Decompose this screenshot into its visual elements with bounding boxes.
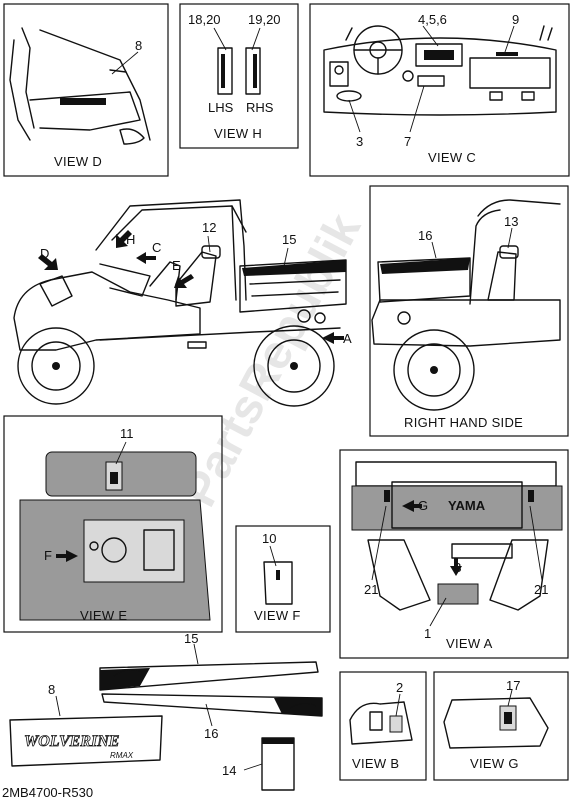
callout-19-20: 19,20 [248, 12, 281, 27]
view-d-panel: 8 VIEW D [3, 3, 169, 177]
emblem-decal: WOLVERINE RMAX 8 [9, 682, 163, 767]
callout-8-view-d: 8 [135, 38, 142, 53]
right-hand-side-panel: 16 13 RIGHT HAND SIDE [369, 185, 569, 437]
callout-11: 11 [120, 426, 134, 441]
footer-code: 2MB4700-R530 [2, 785, 93, 800]
callout-8-emblem: 8 [48, 682, 55, 697]
view-arrow-e-label: E [172, 258, 181, 273]
view-a-caption: VIEW A [446, 636, 493, 651]
view-arrow-d-label: D [40, 246, 49, 261]
view-arrow-c-label: C [152, 240, 161, 255]
callout-15-vehicle: 15 [282, 232, 296, 247]
callout-21-right: 21 [534, 582, 548, 597]
view-f-panel: 10 VIEW F [235, 525, 331, 633]
emblem-main-text: WOLVERINE [24, 733, 119, 750]
callout-17: 17 [506, 678, 520, 693]
callout-3: 3 [356, 134, 363, 149]
view-e-caption: VIEW E [80, 608, 127, 623]
view-arrow-a-label: A [343, 331, 352, 346]
view-h-panel: 18,20 19,20 LHS RHS VIEW H [179, 3, 299, 149]
label-14: 14 [222, 737, 295, 791]
callout-15-decal: 15 [184, 631, 198, 646]
callout-9: 9 [512, 12, 519, 27]
callout-7: 7 [404, 134, 411, 149]
view-arrow-h-label: H [126, 232, 135, 247]
callout-12: 12 [202, 220, 216, 235]
lhs-label: LHS [208, 100, 234, 115]
view-arrows-vehicle: D H C E A 12 15 [38, 220, 352, 346]
view-a-badge: YAMA [448, 498, 486, 513]
view-h-caption: VIEW H [214, 126, 262, 141]
emblem-sub-text: RMAX [110, 751, 134, 760]
callout-10: 10 [262, 531, 276, 546]
view-f-caption: VIEW F [254, 608, 301, 623]
callout-2: 2 [396, 680, 403, 695]
view-g-panel: 17 VIEW G [433, 671, 569, 781]
vehicle-left-side [13, 199, 347, 407]
view-b-panel: 2 VIEW B [339, 671, 427, 781]
view-c-caption: VIEW C [428, 150, 476, 165]
callout-16-right-side: 16 [418, 228, 432, 243]
rhs-label: RHS [246, 100, 274, 115]
view-arrow-f-label: F [44, 548, 52, 563]
callout-14: 14 [222, 763, 236, 778]
bed-decals: 15 16 [99, 631, 323, 741]
callout-21-left: 21 [364, 582, 378, 597]
view-g-caption: VIEW G [470, 756, 519, 771]
view-c-panel: 4,5,6 9 3 7 VIEW C [309, 3, 570, 177]
view-b-caption: VIEW B [352, 756, 399, 771]
callout-16-decal: 16 [204, 726, 218, 741]
view-arrow-g-label: G [418, 498, 428, 513]
view-d-caption: VIEW D [54, 154, 102, 169]
right-hand-side-caption: RIGHT HAND SIDE [404, 415, 523, 430]
callout-13: 13 [504, 214, 518, 229]
view-arrow-b-label: B [453, 560, 462, 575]
callout-1: 1 [424, 626, 431, 641]
callout-18-20: 18,20 [188, 12, 221, 27]
view-a-panel: YAMA G B 21 21 1 VIEW A [339, 449, 569, 659]
callout-4-5-6: 4,5,6 [418, 12, 447, 27]
view-e-panel: 11 F VIEW E [3, 415, 223, 633]
